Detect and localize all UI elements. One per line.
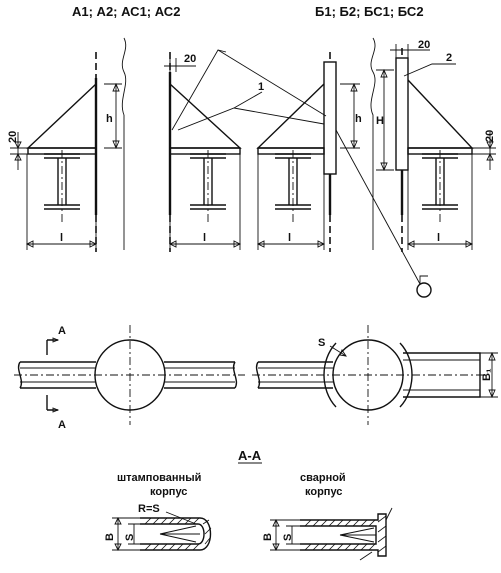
welded-section: B S	[262, 507, 393, 561]
dim-B-welded: B	[262, 533, 274, 541]
dim-h-b1: h	[355, 113, 362, 125]
dim-S-plan: S	[318, 337, 325, 349]
dim-h-a1: h	[106, 113, 113, 125]
stamped-section: R=S B S	[104, 503, 212, 552]
dim-S-welded: S	[282, 534, 294, 541]
unit-b2-bracket: l H 20 20	[376, 39, 496, 252]
leader-lines: 1 2	[171, 49, 456, 298]
dim-B1: B₁	[481, 368, 493, 381]
dim-H-b2: H	[376, 115, 384, 127]
dim-R-eq-S: R=S	[138, 503, 160, 515]
header-group-a: А1; А2; АС1; АС2	[72, 4, 180, 19]
stamped-label-1: штампованный	[117, 472, 201, 484]
plan-view-left: А А	[14, 325, 245, 431]
dim-20-b2-right: 20	[484, 130, 496, 142]
dim-S-stamped: S	[124, 534, 136, 541]
dim-20-a2: 20	[184, 53, 196, 65]
header-group-b: Б1; Б2; БС1; БС2	[315, 4, 424, 19]
dim-l-a1: l	[60, 232, 63, 244]
dim-20-a1: 20	[7, 131, 19, 143]
dim-l-b1: l	[288, 232, 291, 244]
unit-a1-bracket: l h 20	[7, 37, 127, 252]
dim-l-a2: l	[203, 232, 206, 244]
unit-a2-bracket: l 20	[164, 52, 242, 252]
callout-1: 1	[258, 81, 264, 93]
section-title: А-А	[238, 448, 262, 463]
welded-label-2: корпус	[305, 486, 342, 498]
dim-l-b2: l	[437, 232, 440, 244]
stamped-label-2: корпус	[150, 486, 187, 498]
welded-label-1: сварной	[300, 472, 346, 484]
section-marker-top: А	[58, 325, 66, 337]
plan-view-right: S B₁	[252, 325, 498, 425]
dim-B-stamped: B	[104, 533, 116, 541]
section-marker-bottom: А	[58, 419, 66, 431]
unit-b1-bracket: l h	[256, 37, 376, 252]
dim-20-b2-top: 20	[418, 39, 430, 51]
callout-2: 2	[446, 52, 452, 64]
